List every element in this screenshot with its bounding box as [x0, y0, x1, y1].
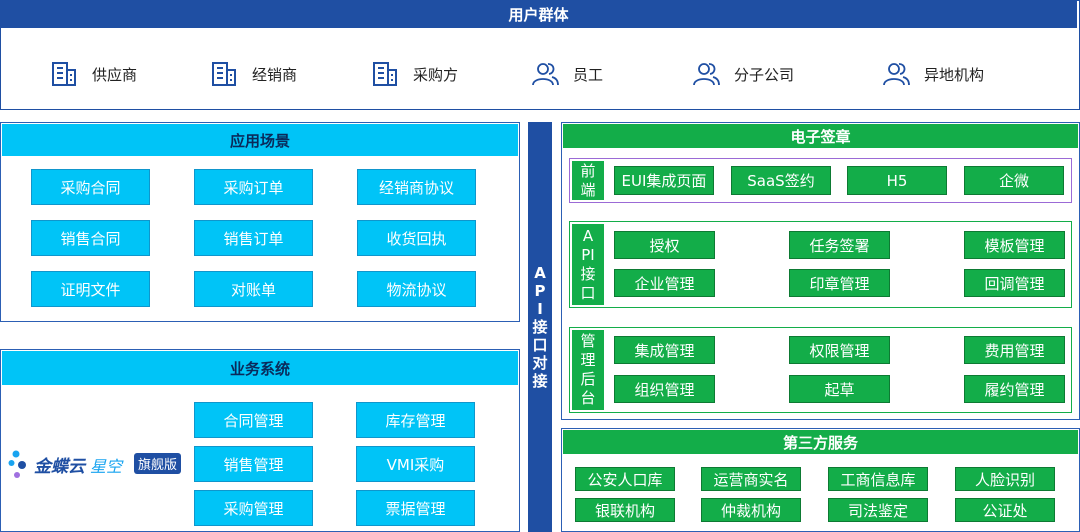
- business-item: 库存管理: [356, 402, 475, 438]
- side-label-char: 管: [580, 332, 596, 350]
- business-title: 业务系统: [2, 351, 518, 385]
- logo-badge: 旗舰版: [134, 453, 182, 474]
- business-item: 合同管理: [194, 402, 313, 438]
- business-item: 票据管理: [356, 490, 475, 526]
- third-party-item: 工商信息库: [828, 467, 928, 491]
- esign-admin-item: 集成管理: [614, 336, 715, 364]
- third-party-item: 仲裁机构: [701, 498, 801, 522]
- business-item: 采购管理: [194, 490, 313, 526]
- third-party-item: 司法鉴定: [828, 498, 928, 522]
- users-icon: [693, 63, 720, 86]
- esign-front-item: H5: [847, 166, 947, 195]
- esign-admin-label: 管 理 后 台: [572, 330, 604, 410]
- esign-front-label: 前 端: [572, 161, 604, 200]
- esign-front-item: SaaS签约: [731, 166, 831, 195]
- building-icon: [373, 62, 397, 86]
- user-item-label: 分子公司: [734, 65, 795, 84]
- esign-api-item: 企业管理: [614, 269, 715, 297]
- scenario-item: 证明文件: [31, 271, 150, 307]
- scenario-item: 采购订单: [194, 169, 313, 205]
- users-icon: [883, 63, 910, 86]
- esign-admin-item: 履约管理: [964, 375, 1065, 403]
- user-item-label: 采购方: [413, 65, 459, 84]
- api-integration-bar: A P I 接 口 对 接: [528, 122, 552, 532]
- third-party-item: 公安人口库: [575, 467, 675, 491]
- user-item-subsidiary: 分子公司: [692, 58, 794, 90]
- scenario-item: 销售订单: [194, 220, 313, 256]
- esign-admin-item: 组织管理: [614, 375, 715, 403]
- side-label-char: 端: [580, 180, 596, 199]
- api-bar-char: 对: [532, 354, 548, 372]
- esign-api-item: 模板管理: [964, 231, 1065, 259]
- esign-api-item: 授权: [614, 231, 715, 259]
- user-item-label: 供应商: [92, 65, 138, 84]
- scenarios-title: 应用场景: [2, 124, 518, 156]
- api-bar-char: A: [534, 264, 546, 282]
- third-party-item: 人脸识别: [955, 467, 1055, 491]
- user-item-supplier: 供应商: [50, 58, 137, 90]
- api-bar-char: P: [534, 282, 546, 300]
- kingdee-logo: 金蝶云 星空 旗舰版: [8, 444, 190, 484]
- scenario-item: 销售合同: [31, 220, 150, 256]
- esign-api-group: [569, 221, 1072, 308]
- side-label-char: PI: [581, 245, 595, 264]
- esign-front-item: 企微: [964, 166, 1064, 195]
- users-icon: [532, 63, 559, 86]
- esign-admin-item: 权限管理: [789, 336, 890, 364]
- side-label-char: 前: [580, 161, 596, 180]
- esign-api-item: 回调管理: [964, 269, 1065, 297]
- scenario-item: 经销商协议: [357, 169, 476, 205]
- third-party-title: 第三方服务: [563, 430, 1078, 454]
- business-item: VMI采购: [356, 446, 475, 482]
- user-group-title: 用户群体: [0, 0, 1077, 28]
- scenario-item: 采购合同: [31, 169, 150, 205]
- side-label-char: 理: [580, 351, 596, 369]
- side-label-char: 口: [580, 283, 596, 302]
- user-item-label: 经销商: [252, 65, 298, 84]
- scenario-item: 物流协议: [357, 271, 476, 307]
- api-bar-char: I: [537, 300, 543, 318]
- scenarios-panel: [0, 122, 520, 322]
- side-label-char: 台: [580, 389, 596, 407]
- building-icon: [212, 62, 236, 86]
- logo-dots-icon: [8, 450, 26, 478]
- esign-admin-item: 起草: [789, 375, 890, 403]
- side-label-char: 接: [580, 264, 596, 283]
- esign-api-label: A PI 接 口: [572, 224, 604, 305]
- user-item-employee: 员工: [531, 58, 603, 90]
- third-party-item: 银联机构: [575, 498, 675, 522]
- side-label-char: A: [582, 226, 594, 245]
- side-label-char: 后: [580, 370, 596, 388]
- scenario-item: 收货回执: [357, 220, 476, 256]
- user-item-remote-org: 异地机构: [882, 58, 984, 90]
- third-party-item: 公证处: [955, 498, 1055, 522]
- user-item-label: 员工: [573, 65, 604, 84]
- api-bar-char: 接: [532, 318, 548, 336]
- esign-front-item: EUI集成页面: [614, 166, 714, 195]
- esign-api-item: 印章管理: [789, 269, 890, 297]
- esign-api-item: 任务签署: [789, 231, 890, 259]
- api-bar-char: 口: [532, 336, 548, 354]
- user-item-dealer: 经销商: [210, 58, 297, 90]
- esign-title: 电子签章: [563, 124, 1078, 148]
- user-item-purchaser: 采购方: [371, 58, 458, 90]
- user-item-label: 异地机构: [924, 65, 985, 84]
- logo-brand: 金蝶云: [34, 457, 85, 477]
- api-bar-char: 接: [532, 372, 548, 390]
- esign-admin-item: 费用管理: [964, 336, 1065, 364]
- building-icon: [52, 62, 76, 86]
- logo-product: 星空: [90, 457, 123, 476]
- scenario-item: 对账单: [194, 271, 313, 307]
- third-party-item: 运营商实名: [701, 467, 801, 491]
- business-item: 销售管理: [194, 446, 313, 482]
- esign-front-group: [569, 158, 1072, 203]
- esign-admin-group: [569, 327, 1072, 413]
